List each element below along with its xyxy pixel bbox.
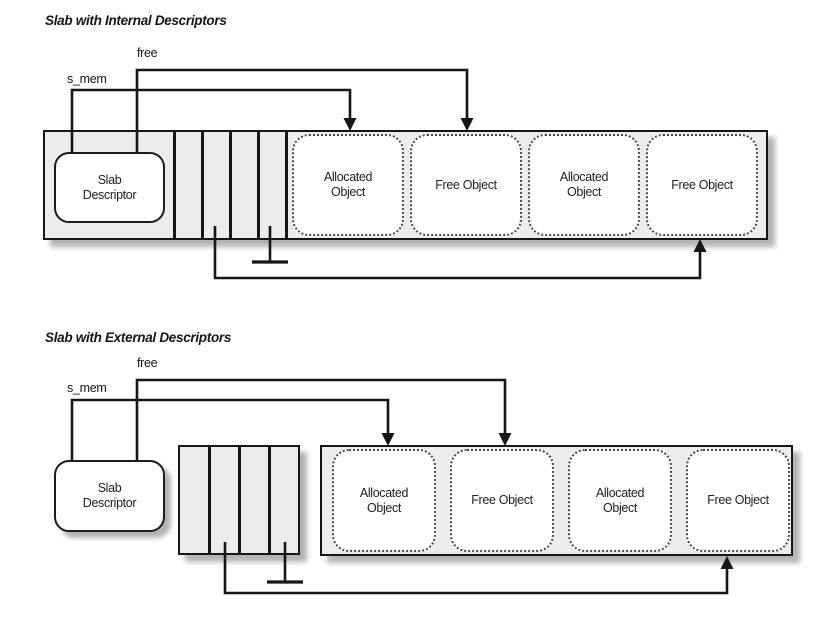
s-mem-pointer-label: s_mem [67, 381, 107, 395]
object-label: Free Object [671, 177, 733, 192]
object-label: Allocated Object [323, 170, 373, 199]
free-pointer-label: free [137, 356, 158, 370]
object-allocated-2: Allocated Object [528, 134, 640, 236]
object-label: Free Object [435, 177, 497, 192]
slab-descriptor-label: Slab Descriptor [82, 172, 137, 202]
free-pointer-label: free [137, 46, 158, 60]
object-label: Free Object [471, 493, 533, 508]
object-free-1: Free Object [410, 134, 522, 236]
slot-divider [173, 131, 176, 239]
slot-divider [208, 446, 211, 554]
object-free-2: Free Object [646, 134, 758, 236]
slot-divider [201, 131, 204, 239]
diagram-title-internal: Slab with Internal Descriptors [45, 13, 227, 28]
object-label: Allocated Object [595, 485, 645, 515]
object-allocated-1: Allocated Object [292, 134, 404, 236]
object-label: Allocated Object [559, 170, 609, 199]
slot-divider [285, 131, 288, 239]
slot-divider [257, 131, 260, 239]
s-mem-pointer-label: s_mem [67, 72, 107, 86]
object-allocated-1: Allocated Object [332, 449, 436, 552]
slab-descriptor-label: Slab Descriptor [82, 481, 137, 510]
free-list-arrowhead-up [693, 239, 707, 252]
free-list-arrowhead-up [720, 556, 734, 569]
slab-descriptor-box: Slab Descriptor [54, 152, 165, 223]
object-free-2: Free Object [686, 449, 790, 552]
object-label: Free Object [707, 493, 769, 508]
slot-divider [268, 446, 271, 554]
slot-divider [238, 446, 241, 554]
diagram-title-external: Slab with External Descriptors [45, 330, 232, 345]
object-label: Allocated Object [359, 485, 409, 515]
slab-descriptor-box: Slab Descriptor [54, 460, 165, 532]
slot-divider [229, 131, 232, 239]
object-allocated-2: Allocated Object [568, 449, 672, 552]
object-free-1: Free Object [450, 449, 554, 552]
